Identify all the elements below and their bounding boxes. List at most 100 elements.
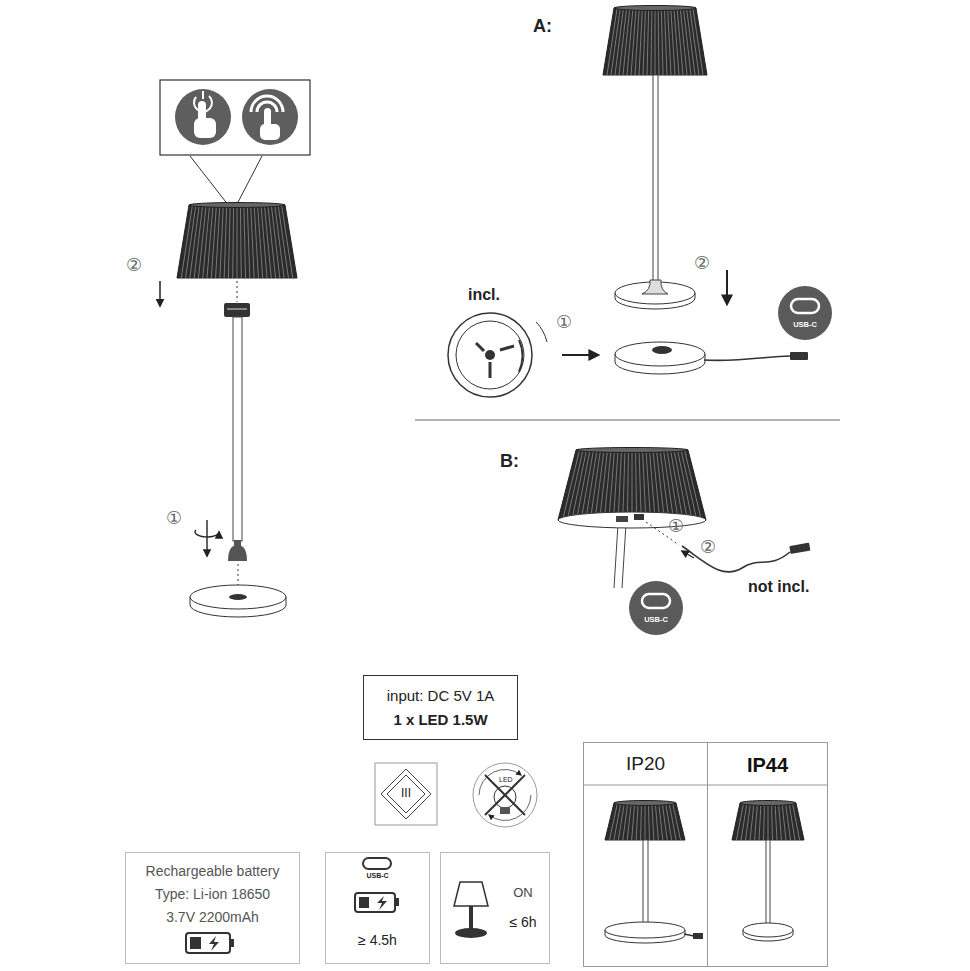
usb-cable [634,514,810,572]
shade-pleat [641,803,642,840]
no-replace-led-symbol [500,807,510,814]
node-text: IP20 [626,753,665,776]
battery-icon [186,933,234,953]
shade-pleat [655,8,656,75]
shade-pleat [614,803,621,840]
touch-icons [175,89,231,145]
step-arrow [562,354,598,356]
usb-c-port-outline [791,299,819,313]
included-note: incl. [468,286,500,304]
class-iii-symbol [375,763,437,825]
shade-pleat [772,803,773,840]
callout-number: ① [668,516,684,536]
step-arrows [160,281,219,556]
usb-c-charge-icon [355,858,399,912]
included-dock [536,322,547,342]
shade-pleat [211,205,216,278]
shade-pleat [685,450,702,520]
shade-rim [576,448,688,453]
shade-pleat [190,205,199,278]
shade-pleat [669,803,676,840]
shade-pleat [600,450,608,520]
ip20-lamp [643,840,648,926]
shade-pleat [198,205,206,278]
battery-icon [209,936,219,951]
node-text: USB-C [644,615,668,624]
node-text: Type: Li-ion 18650 [155,886,270,903]
shade-pleat [623,450,625,520]
shade-pleat [623,8,630,75]
no-replace-led-symbol [485,775,525,815]
shade-pleat [652,803,654,840]
touch-icons [160,80,310,155]
battery-box: Rechargeable batteryType: Li-ion 186503.… [125,852,300,964]
included-dock [485,350,495,360]
callout-number: ② [694,253,710,273]
shade-pleat [636,803,638,840]
ip20-lamp [693,933,703,939]
shade-pleat [657,450,665,520]
usb-c-charge-icon [355,893,395,912]
shade-pleat [674,450,688,520]
lamp-base [642,280,668,294]
usb-c-charge-icon [395,898,399,906]
node-text: USB-C [366,872,388,880]
touch-icons [242,89,298,145]
ip20-lamp [605,922,685,938]
shade-pleat [680,8,687,75]
usb-c-port-symbol [629,581,683,635]
shade-pleat [627,803,631,840]
touch-icons [160,80,310,155]
shade-pleat [660,450,669,520]
shade-pleat [677,8,683,75]
lamp-stem [622,524,626,588]
leader-lines [190,156,262,206]
included-dock [476,343,484,351]
shade-pleat [254,205,258,278]
lamp-stem [237,281,238,302]
lamp-base [229,594,247,600]
shade-pleat [615,8,623,75]
lamp-base [615,280,695,309]
shade-pleat [240,205,242,278]
runtime-lamp-icon [469,906,473,930]
lamp-stem [614,524,618,588]
touch-icons [202,91,204,99]
no-replace-led-symbol [473,763,537,827]
shade-pleat [203,205,210,278]
shade-pleat [746,803,751,840]
usb-cable [682,546,790,572]
shade-pleat [216,205,220,278]
lamp-base [190,585,286,617]
usb-c-icon: USB-C [778,286,832,340]
lamp-stem [653,75,658,281]
class-iii-symbol [375,763,437,825]
callout-number: ① [166,508,182,528]
shade-pleat [789,803,795,840]
shade-pleat [572,450,587,520]
charge-time-box: USB-C≥ 4.5h [325,852,430,964]
shade-pleat [261,205,267,278]
included-dock [448,313,547,397]
shade-pleat [755,803,758,840]
step-arrow [726,270,728,304]
usb-c-port-symbol [778,286,832,340]
ip-cell: IP44 [707,742,828,967]
shade-pleat [648,803,649,840]
usb-c-charge-icon [363,858,391,869]
spec-box: input: DC 5V 1A1 x LED 1.5W [363,675,518,740]
included-dock [519,340,523,372]
shade-pleat [609,803,617,840]
shade-pleat [793,803,800,840]
leader-lines [236,156,262,206]
shade-pleat [244,205,246,278]
shade-pleat [623,803,628,840]
battery-icon [230,939,234,947]
shade-pleat [661,8,663,75]
shade-pleat [646,450,651,520]
shade-rim [189,203,285,208]
charging-dock [615,342,705,366]
ip20-lamp [605,840,703,943]
